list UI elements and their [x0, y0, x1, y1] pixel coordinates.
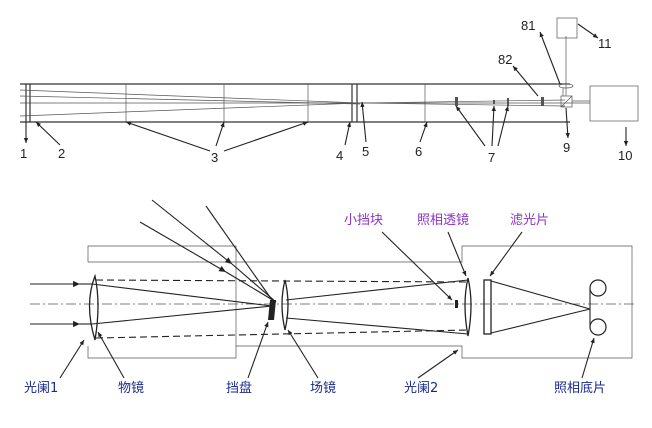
label-small-block: 小挡块	[344, 213, 383, 228]
label-10: 10	[618, 148, 632, 163]
label-aperture1: 光阑1	[24, 381, 58, 396]
element-7b	[493, 100, 495, 104]
label-aperture2: 光阑2	[404, 381, 438, 396]
element-81	[558, 83, 574, 89]
label-1: 1	[20, 146, 27, 161]
label-5: 5	[362, 144, 369, 159]
label-film: 照相底片	[554, 380, 606, 396]
field-lens	[281, 279, 289, 331]
ray-c	[19, 95, 361, 105]
objective-lens	[88, 273, 99, 341]
label-81: 81	[521, 18, 535, 33]
label-3: 3	[211, 150, 218, 165]
ray-e	[359, 102, 566, 107]
label-6: 6	[415, 144, 422, 159]
housing-left-top	[87, 245, 237, 263]
housing-outline	[87, 245, 633, 359]
label-2: 2	[58, 146, 65, 161]
ray-d	[359, 99, 566, 104]
stray-ray-2	[139, 221, 227, 273]
label-4: 4	[336, 148, 343, 163]
camera-11	[556, 17, 578, 39]
label-objective: 物镜	[118, 381, 144, 396]
label-9: 9	[563, 140, 570, 155]
bottom-ray-diagram: 小挡块 照相透镜 滤光片 光阑1 物镜 挡盘 场镜 光阑2 照相底片	[24, 199, 636, 396]
filter	[483, 279, 492, 335]
label-filter: 滤光片	[510, 213, 549, 228]
label-82: 82	[498, 52, 512, 67]
ray-b	[19, 102, 361, 117]
stop-disk	[268, 300, 276, 320]
film-spool-bottom	[589, 318, 607, 336]
element-7a	[455, 97, 458, 106]
element-82	[541, 97, 544, 106]
label-stop-disk: 挡盘	[226, 380, 252, 396]
label-camera-lens: 照相透镜	[417, 213, 469, 228]
stray-ray-1	[151, 199, 233, 265]
small-block	[455, 300, 458, 308]
film-spool-top	[589, 279, 607, 297]
label-7: 7	[488, 150, 495, 165]
label-11: 11	[598, 36, 612, 51]
beam-splitter-9	[560, 95, 573, 108]
top-schematic: 1 2 3 4 5 6 7 81 82 9 10 11	[19, 17, 639, 165]
camera-10	[589, 85, 639, 122]
ray-a	[19, 89, 361, 104]
camera-lens	[464, 277, 472, 337]
label-field-lens: 场镜	[310, 381, 336, 396]
element-7c	[507, 98, 509, 106]
